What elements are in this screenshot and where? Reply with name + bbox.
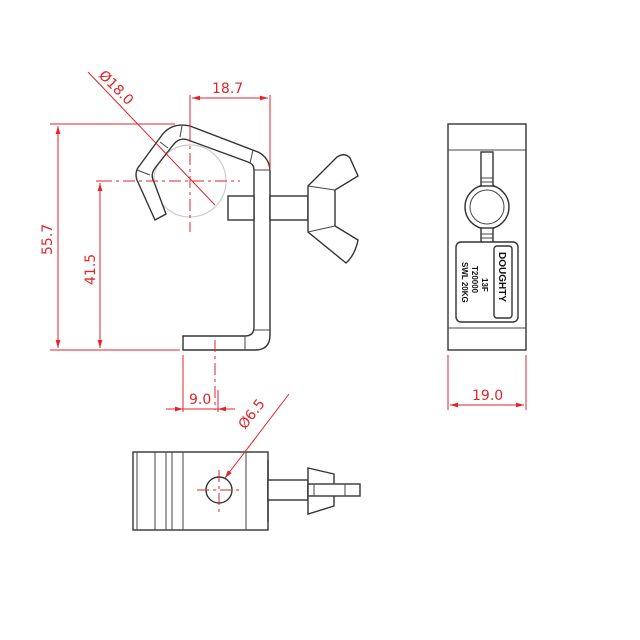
bottom-view: Ø6.5 bbox=[132, 393, 361, 531]
body-width-label: 19.0 bbox=[472, 388, 503, 404]
bolt-shaft bbox=[269, 195, 309, 221]
clamp-body-bottom bbox=[132, 451, 269, 531]
hole-offset-label: 9.0 bbox=[189, 392, 211, 408]
swl-text: SWL 20KG bbox=[460, 262, 469, 303]
diameter-leader bbox=[87, 71, 216, 206]
model-text: 13F bbox=[480, 278, 489, 292]
front-view: Ø18.0 18.7 55.7 41.5 9.0 bbox=[40, 68, 359, 412]
overall-height-label: 55.7 bbox=[40, 224, 56, 255]
bolt-tip bbox=[307, 483, 361, 497]
part-number-text: T20000 bbox=[470, 266, 479, 294]
side-view: DOUGHTY 13F T20000 SWL 20KG 19.0 bbox=[447, 123, 527, 410]
wing-nut bbox=[307, 154, 359, 264]
hook-width-label: 18.7 bbox=[212, 81, 243, 97]
brand-text: DOUGHTY bbox=[496, 252, 507, 302]
bolt-ring-outer bbox=[464, 184, 510, 230]
center-height-label: 41.5 bbox=[83, 254, 99, 285]
tube-diameter-label: Ø18.0 bbox=[95, 68, 136, 109]
brand-badge bbox=[493, 245, 513, 319]
bolt-stub bbox=[227, 195, 255, 221]
bolt-shaft-bottom bbox=[267, 479, 309, 501]
hook-body bbox=[135, 124, 271, 351]
